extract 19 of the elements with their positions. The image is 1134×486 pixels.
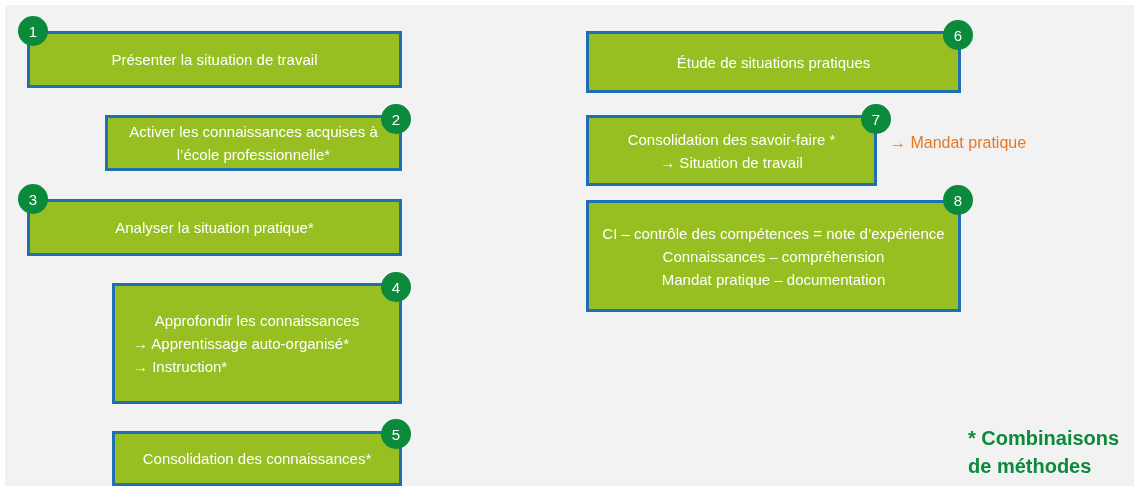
- step-text: Activer les connaissances acquises à l’école professionnelle*: [128, 122, 379, 165]
- step-box: [586, 31, 961, 93]
- step-text: Connaissances – compréhension: [662, 246, 885, 267]
- step-text: Étude de situations pratiques: [676, 52, 871, 73]
- step-text: CI – contrôle des compétences = note d’expérience: [602, 223, 945, 244]
- step-text: Consolidation des savoir-faire *: [627, 129, 836, 150]
- step-text: → Situation de travail: [660, 152, 803, 173]
- step-text: → Instruction*: [132, 357, 228, 377]
- step-box: [105, 115, 402, 171]
- step-text: Présenter la situation de travail: [111, 50, 318, 70]
- footnote-text: * Combinaisons de méthodes: [968, 426, 1121, 479]
- step-box: [112, 283, 402, 404]
- step-text: Mandat pratique – documentation: [661, 269, 886, 290]
- step-text: Analyser la situation pratique*: [115, 218, 314, 238]
- step-text: Approfondir les connaissances: [154, 311, 360, 331]
- step-box: [112, 431, 402, 486]
- step-text: → Apprentissage auto-organisé*: [132, 334, 349, 354]
- side-note: → Mandat pratique: [890, 134, 1027, 152]
- step-text: Consolidation des connaissances*: [142, 449, 372, 469]
